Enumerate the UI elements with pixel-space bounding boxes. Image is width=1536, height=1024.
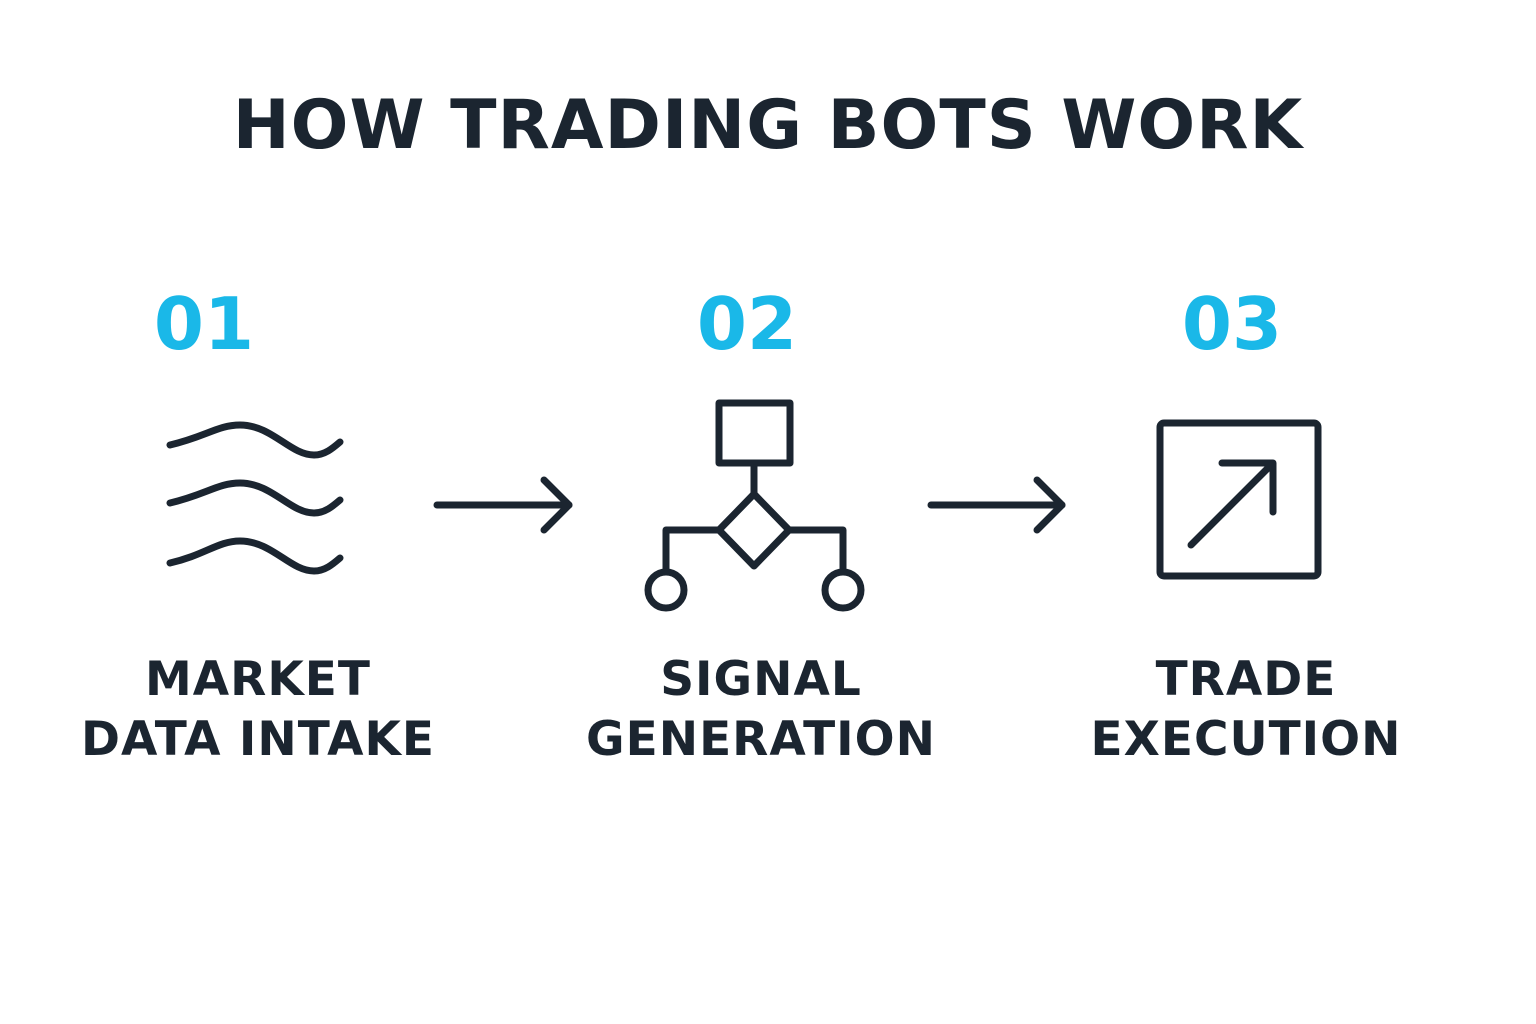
arrow-right-icon [433, 476, 573, 534]
wave-line [166, 421, 344, 459]
waves-icon [166, 421, 344, 575]
wave-line [166, 537, 344, 575]
step-label-line: SIGNAL [660, 652, 862, 707]
step-label-line: EXECUTION [1090, 712, 1402, 767]
flowchart-icon [644, 399, 865, 612]
square-frame [1156, 419, 1322, 580]
step-number-2: 02 [696, 282, 798, 366]
decision-diamond [715, 490, 793, 570]
wave-line [166, 479, 344, 517]
arrow-right-icon [927, 476, 1066, 534]
process-box [715, 399, 794, 467]
step-label-line: TRADE [1155, 652, 1337, 707]
step-label-3: TRADE EXECUTION [1036, 650, 1456, 770]
external-arrow-box-icon [1156, 419, 1322, 580]
page-title: HOW TRADING BOTS WORK [232, 86, 1304, 165]
step-number-3: 03 [1181, 282, 1283, 366]
step-label-line: DATA INTAKE [80, 712, 436, 767]
step-label-1: MARKET DATA INTAKE [48, 650, 468, 770]
end-node [821, 568, 865, 612]
end-node [644, 568, 688, 612]
step-number-1: 01 [153, 282, 255, 366]
step-label-line: GENERATION [586, 712, 936, 767]
step-label-2: SIGNAL GENERATION [551, 650, 971, 770]
step-label-line: MARKET [145, 652, 371, 707]
